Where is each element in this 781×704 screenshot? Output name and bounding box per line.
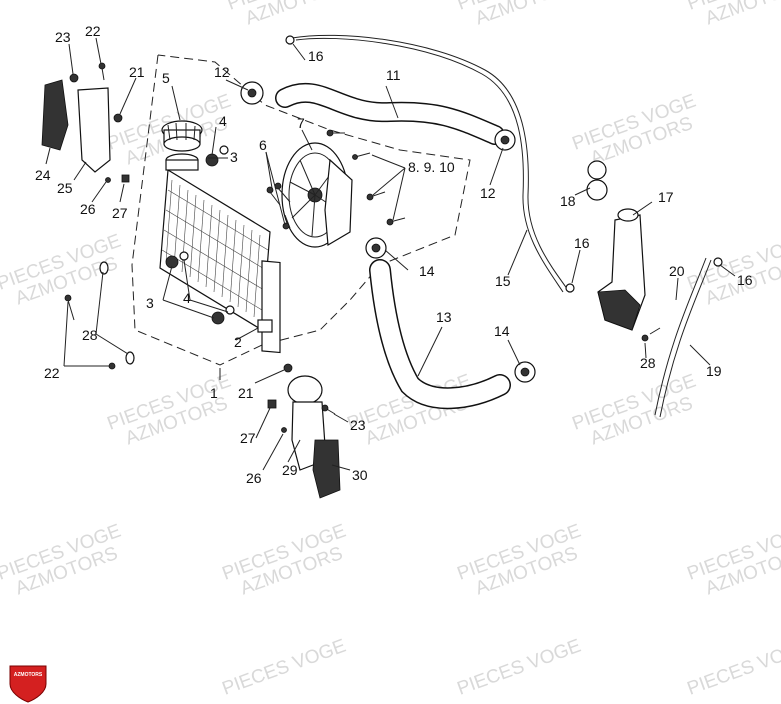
callout-25: 25 <box>57 180 73 196</box>
callout-22: 22 <box>44 365 60 381</box>
shield-icon <box>9 665 47 703</box>
watermark-text: PIECES VOGE <box>685 636 781 700</box>
callout-28: 28 <box>82 327 98 343</box>
callout-12: 12 <box>480 185 496 201</box>
cooling-fan <box>281 142 353 248</box>
callout-3: 3 <box>146 295 154 311</box>
grommet <box>165 153 225 325</box>
callout-12: 12 <box>214 64 230 80</box>
callout-labels: 1 2 3 3 4 4 5 6 7 8. 9. 10 11 12 12 13 1… <box>35 23 753 486</box>
callout-30: 30 <box>352 467 368 483</box>
hose-clip <box>285 35 723 293</box>
upper-radiator-hose <box>275 82 505 145</box>
watermark-text: PIECES VOGE <box>455 636 584 700</box>
callout-29: 29 <box>282 462 298 478</box>
callout-21: 21 <box>238 385 254 401</box>
callout-23: 23 <box>350 417 366 433</box>
callout-13: 13 <box>436 309 452 325</box>
hose-clamp <box>240 81 516 151</box>
callout-26: 26 <box>80 201 96 217</box>
callout-4: 4 <box>183 290 191 306</box>
callout-15: 15 <box>495 273 511 289</box>
callout-19: 19 <box>706 363 722 379</box>
callout-16: 16 <box>737 272 753 288</box>
azmotors-logo: AZMOTORS <box>9 665 47 703</box>
lower-radiator-hose <box>369 259 511 410</box>
watermark-text: AZMOTORS <box>243 0 351 29</box>
leader-lines <box>45 37 736 471</box>
breather-hose <box>654 257 707 416</box>
radiator-core-fins <box>161 179 269 318</box>
callout-17: 17 <box>658 189 674 205</box>
watermark-text: PIECES VOGE <box>220 636 349 700</box>
callout-24: 24 <box>35 167 51 183</box>
callout-2: 2 <box>234 334 242 350</box>
callout-5: 5 <box>162 70 170 86</box>
radiator-cap <box>161 120 203 152</box>
right-radiator-shroud <box>287 375 341 499</box>
callout-6: 6 <box>259 137 267 153</box>
filler-neck <box>165 153 199 171</box>
callout-22: 22 <box>85 23 101 39</box>
logo-text: AZMOTORS <box>14 672 43 678</box>
watermark-text: AZMOTORS <box>473 0 581 29</box>
callout-20: 20 <box>669 263 685 279</box>
reservoir-cap <box>586 160 608 201</box>
callout-1: 1 <box>210 385 218 401</box>
callout-27: 27 <box>112 205 128 221</box>
callout-28: 28 <box>640 355 656 371</box>
callout-16: 16 <box>574 235 590 251</box>
callout-11: 11 <box>386 67 401 83</box>
callout-14: 14 <box>419 263 435 279</box>
coolant-reservoir <box>597 208 646 331</box>
hose-clamp <box>365 237 536 383</box>
bolt <box>64 62 661 433</box>
callout-26: 26 <box>246 470 262 486</box>
callout-21: 21 <box>129 64 145 80</box>
callout-8-9-10: 8. 9. 10 <box>408 159 455 175</box>
callout-18: 18 <box>560 193 576 209</box>
callout-7: 7 <box>297 115 305 131</box>
callout-4: 4 <box>219 113 227 129</box>
callout-14: 14 <box>494 323 510 339</box>
watermark-text: AZMOTORS <box>703 0 781 29</box>
callout-3: 3 <box>230 149 238 165</box>
callout-23: 23 <box>55 29 71 45</box>
callout-27: 27 <box>240 430 256 446</box>
left-radiator-shroud <box>41 79 111 173</box>
fan-bolt <box>266 129 406 230</box>
overflow-hose <box>291 34 569 291</box>
callout-16: 16 <box>308 48 324 64</box>
radiator <box>159 168 281 354</box>
